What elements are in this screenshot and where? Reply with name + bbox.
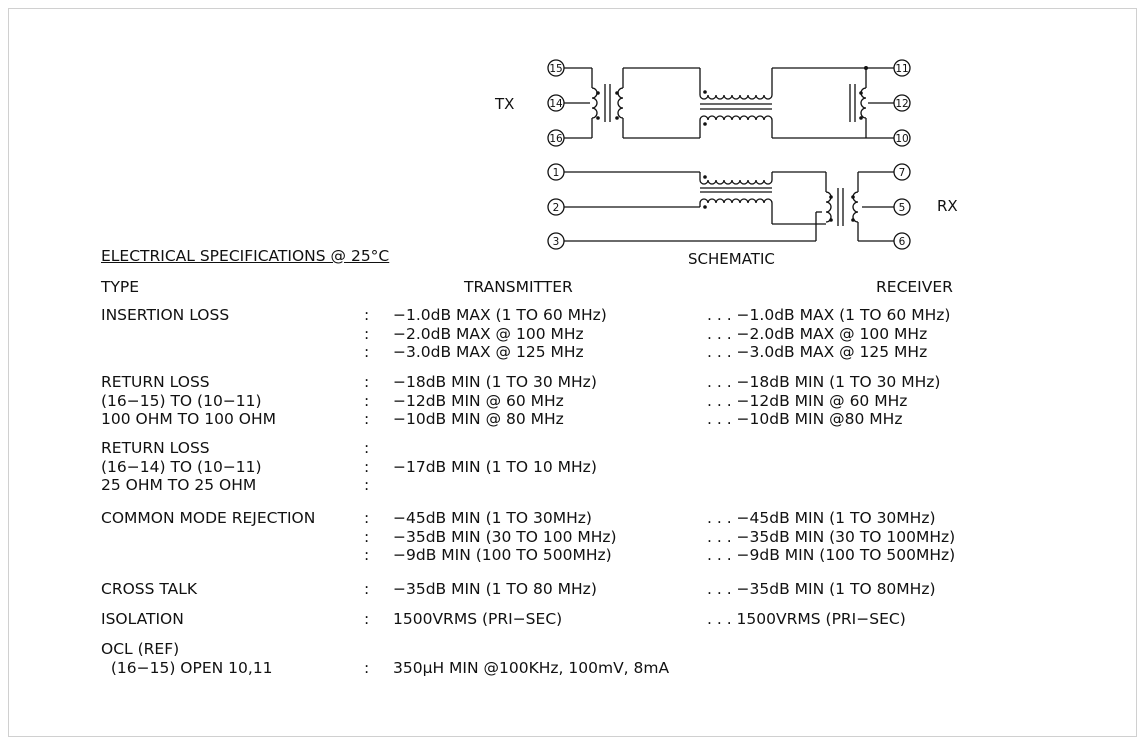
transmitter-value: −2.0dB MAX @ 100 MHz	[393, 324, 584, 343]
pin-14-label: 14	[549, 98, 563, 110]
spec-colon: :	[364, 527, 370, 546]
receiver-value: . . . 1500VRMS (PRI−SEC)	[707, 610, 906, 628]
transmitter-value: −9dB MIN (100 TO 500MHz)	[393, 546, 612, 564]
spec-colon: :	[364, 391, 370, 410]
spec-type: 25 OHM TO 25 OHM	[101, 476, 257, 494]
spec-type: (16−15) TO (10−11)	[101, 391, 262, 410]
transmitter-value: −3.0dB MAX @ 125 MHz	[393, 343, 584, 361]
spec-colon: :	[364, 410, 370, 428]
spec-colon: :	[364, 343, 370, 361]
pin-10-label: 10	[895, 133, 908, 145]
transmitter-value: −35dB MIN (30 TO 100 MHz)	[393, 527, 617, 546]
transmitter-value: −1.0dB MAX (1 TO 60 MHz)	[393, 306, 607, 324]
spec-colon: :	[364, 476, 370, 494]
spec-colon: :	[364, 457, 370, 476]
pin-3-label: 3	[553, 236, 560, 248]
spec-type: RETURN LOSS	[101, 439, 210, 457]
spec-colon: :	[364, 373, 370, 391]
tx-label: TX	[494, 95, 514, 113]
schematic-caption: SCHEMATIC	[688, 250, 775, 268]
receiver-value: . . . −10dB MIN @80 MHz	[707, 410, 903, 428]
receiver-value: . . . −12dB MIN @ 60 MHz	[707, 391, 908, 410]
receiver-value: . . . −1.0dB MAX (1 TO 60 MHz)	[707, 306, 951, 324]
spec-type: (16−14) TO (10−11)	[101, 457, 262, 476]
pin-1-label: 1	[553, 167, 560, 179]
transmitter-value: −18dB MIN (1 TO 30 MHz)	[393, 373, 597, 391]
receiver-value: . . . −35dB MIN (30 TO 100MHz)	[707, 527, 956, 546]
pin-16-label: 16	[549, 133, 563, 145]
spec-type: 100 OHM TO 100 OHM	[101, 410, 277, 428]
transmitter-value: −35dB MIN (1 TO 80 MHz)	[393, 580, 597, 598]
spec-title: ELECTRICAL SPECIFICATIONS @ 25°C	[101, 247, 390, 265]
transmitter-value: −12dB MIN @ 60 MHz	[393, 391, 564, 410]
spec-type: OCL (REF)	[101, 640, 180, 658]
spec-type: INSERTION LOSS	[101, 306, 230, 324]
transmitter-value: 1500VRMS (PRI−SEC)	[393, 610, 563, 628]
spec-type: RETURN LOSS	[101, 373, 210, 391]
transmitter-value: 350µH MIN @100KHz, 100mV, 8mA	[393, 658, 670, 677]
pin-2-label: 2	[553, 202, 560, 214]
spec-colon: :	[364, 658, 370, 677]
pin-12-label: 12	[895, 98, 908, 110]
spec-colon: :	[364, 439, 370, 457]
header-type: TYPE	[101, 278, 140, 296]
spec-colon: :	[364, 306, 370, 324]
pin-6-label: 6	[899, 236, 906, 248]
spec-colon: :	[364, 610, 370, 628]
spec-colon: :	[364, 324, 370, 343]
header-transmitter: TRANSMITTER	[464, 278, 573, 296]
transmitter-value: −10dB MIN @ 80 MHz	[393, 410, 564, 428]
header-receiver: RECEIVER	[876, 278, 953, 296]
drawing-frame	[8, 8, 1137, 737]
pin-7-label: 7	[899, 167, 906, 179]
receiver-value: . . . −3.0dB MAX @ 125 MHz	[707, 343, 928, 361]
spec-type: ISOLATION	[101, 610, 184, 628]
rx-label: RX	[937, 197, 958, 215]
spec-colon: :	[364, 546, 370, 564]
receiver-value: . . . −2.0dB MAX @ 100 MHz	[707, 324, 928, 343]
spec-type: (16−15) OPEN 10,11	[101, 658, 273, 677]
spec-type: CROSS TALK	[101, 580, 198, 598]
receiver-value: . . . −9dB MIN (100 TO 500MHz)	[707, 546, 956, 564]
pin-11-label: 11	[895, 63, 908, 75]
receiver-value: . . . −45dB MIN (1 TO 30MHz)	[707, 509, 936, 527]
spec-type: COMMON MODE REJECTION	[101, 509, 316, 527]
spec-colon: :	[364, 580, 370, 598]
pin-15-label: 15	[549, 63, 562, 75]
transmitter-value: −17dB MIN (1 TO 10 MHz)	[393, 457, 597, 476]
transmitter-value: −45dB MIN (1 TO 30MHz)	[393, 509, 592, 527]
receiver-value: . . . −35dB MIN (1 TO 80MHz)	[707, 580, 936, 598]
receiver-value: . . . −18dB MIN (1 TO 30 MHz)	[707, 373, 941, 391]
spec-colon: :	[364, 509, 370, 527]
pin-5-label: 5	[899, 202, 906, 214]
